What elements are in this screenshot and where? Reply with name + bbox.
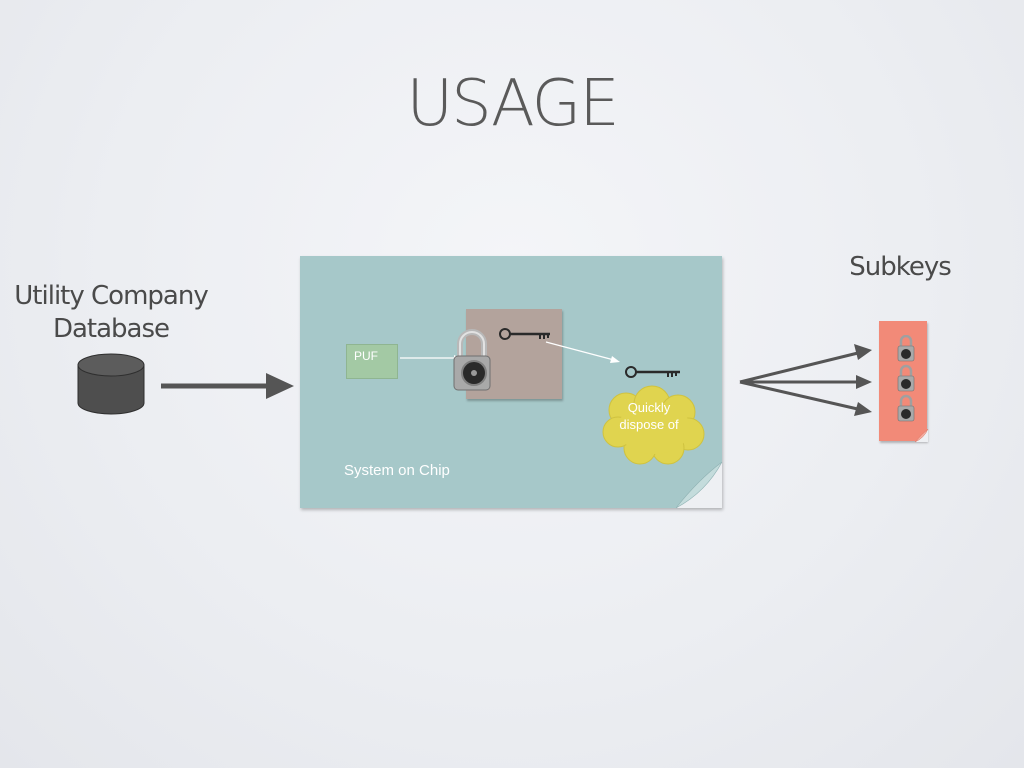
page-curl-icon: [676, 462, 723, 509]
system-on-chip-label: System on Chip: [344, 462, 450, 479]
subkey-padlocks: [897, 335, 915, 422]
subkeys-label: Subkeys: [849, 252, 952, 282]
puf-box: PUF: [346, 344, 398, 379]
database-to-chip-arrow: [161, 373, 294, 399]
padlock-icon: [453, 329, 491, 391]
utility-company-database-label: Utility Company Database: [14, 281, 208, 345]
cloud-text: Quickly dispose of: [619, 400, 679, 432]
released-key-icon: [625, 366, 680, 378]
key-icon: [499, 328, 550, 340]
slide-title: USAGE: [406, 67, 619, 141]
subkeys-page-curl-icon: [915, 429, 929, 443]
subkey-padlock-icon: [897, 394, 915, 422]
subkey-padlock-icon: [897, 364, 915, 392]
subkeys-arrows: [739, 344, 872, 416]
subkey-padlock-icon: [897, 335, 915, 362]
puf-label: PUF: [354, 349, 378, 363]
cloud-icon: [602, 385, 705, 465]
database-icon: [77, 353, 145, 415]
